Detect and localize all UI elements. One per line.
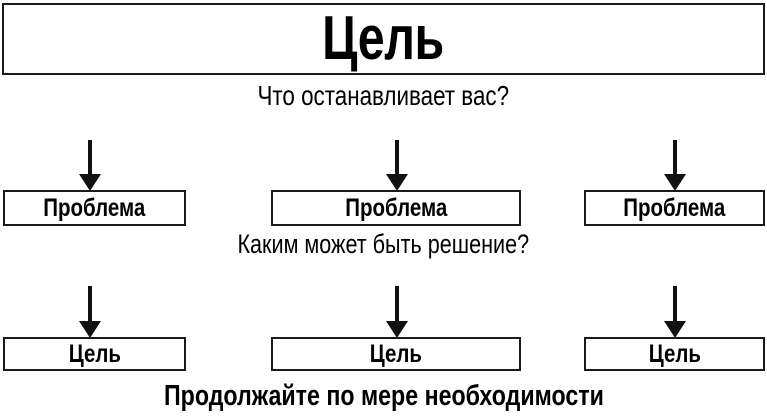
arrow-down-to-goal-3 <box>662 286 688 338</box>
problem-box-2-label: Проблема <box>344 193 448 222</box>
arrow-down-to-goal-2 <box>384 286 410 338</box>
title-box: Цель <box>2 3 765 75</box>
arrow-shaft <box>395 140 399 176</box>
arrow-down-to-problem-1 <box>77 140 103 191</box>
arrow-shaft <box>395 286 399 323</box>
caption-what-solution: Каким может быть решение? <box>0 231 767 258</box>
problem-box-1: Проблема <box>3 190 186 226</box>
problem-box-3: Проблема <box>584 190 765 226</box>
caption-what-stops-you: Что останавливает вас? <box>0 82 767 110</box>
arrow-shaft <box>88 140 92 176</box>
caption-what-stops-you-text: Что останавливает вас? <box>257 80 510 111</box>
goal-box-2-label: Цель <box>369 339 423 368</box>
caption-continue-as-needed-text: Продолжайте по мере необходимости <box>163 380 604 412</box>
arrow-head-icon <box>79 174 101 191</box>
problem-box-2: Проблема <box>271 190 521 226</box>
arrow-head-icon <box>664 321 686 338</box>
caption-continue-as-needed: Продолжайте по мере необходимости <box>0 382 767 411</box>
arrow-head-icon <box>664 174 686 191</box>
arrow-head-icon <box>386 174 408 191</box>
arrow-down-to-problem-2 <box>384 140 410 191</box>
goal-box-3-label: Цель <box>648 339 701 368</box>
arrow-shaft <box>673 140 677 176</box>
arrow-head-icon <box>386 321 408 338</box>
arrow-down-to-problem-3 <box>662 140 688 191</box>
page-title: Цель <box>322 4 445 73</box>
problem-box-3-label: Проблема <box>623 193 726 222</box>
problem-box-1-label: Проблема <box>43 193 146 222</box>
goal-box-1-label: Цель <box>68 339 121 368</box>
goal-box-2: Цель <box>271 337 521 371</box>
arrow-shaft <box>673 286 677 323</box>
caption-what-solution-text: Каким может быть решение? <box>237 229 530 259</box>
goal-box-3: Цель <box>584 337 765 371</box>
arrow-down-to-goal-1 <box>77 286 103 338</box>
arrow-shaft <box>88 286 92 323</box>
arrow-head-icon <box>79 321 101 338</box>
goal-box-1: Цель <box>3 337 186 371</box>
